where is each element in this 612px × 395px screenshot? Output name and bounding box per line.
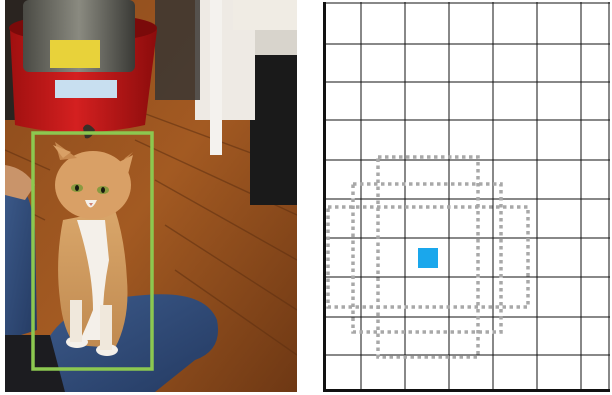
rack	[155, 0, 200, 100]
table-top	[233, 0, 297, 30]
anchor-grid-panel	[323, 2, 610, 392]
table-leg	[210, 0, 222, 155]
bucket-sticker	[55, 80, 117, 98]
keg-label	[50, 40, 100, 68]
anchor-grid	[323, 2, 610, 392]
cat-photo-panel	[5, 0, 297, 392]
center-cell-marker	[418, 248, 438, 268]
cat-photo	[5, 0, 297, 392]
black-cabinet	[250, 55, 297, 205]
